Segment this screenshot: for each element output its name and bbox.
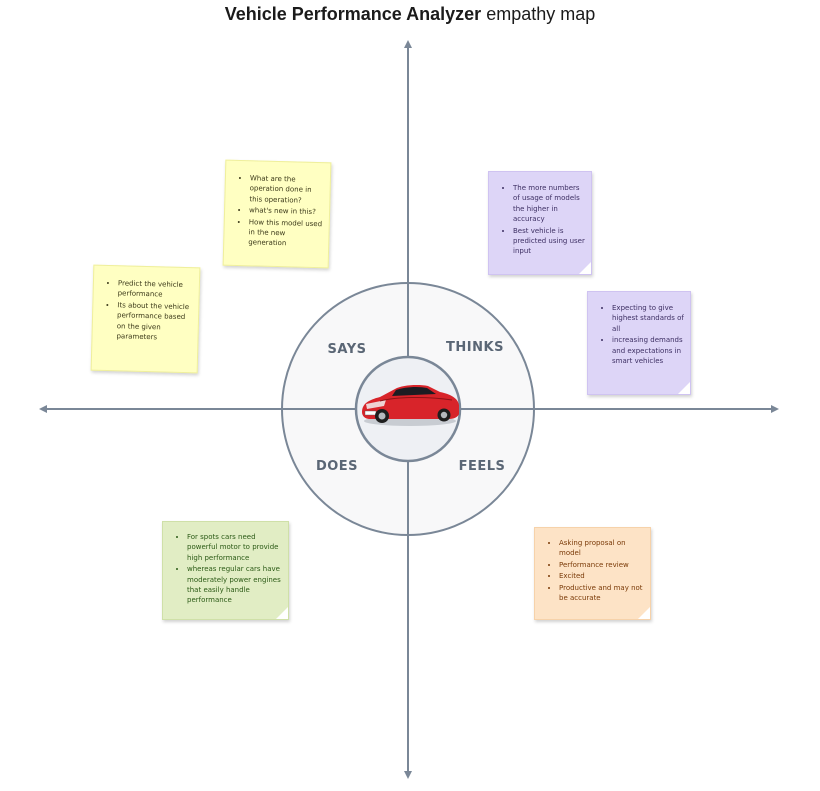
sticky-note-says-2[interactable]: Predict the vehicle performance Its abou… <box>90 264 201 374</box>
note-list: The more numbers of usage of models the … <box>495 183 585 257</box>
note-item: How this model used in the new generatio… <box>248 217 323 250</box>
title-main: Vehicle Performance Analyzer <box>224 4 482 24</box>
note-item: what's new in this? <box>249 205 323 217</box>
note-item: Asking proposal on model <box>559 538 644 559</box>
page-fold-icon <box>678 382 690 394</box>
note-list: What are the operation done in this oper… <box>230 173 324 250</box>
quadrant-label-thinks: THINKS <box>446 340 504 355</box>
note-item: Its about the vehicle performance based … <box>116 300 192 344</box>
note-item: whereas regular cars have moderately pow… <box>187 564 282 606</box>
title-suffix: empathy map <box>486 4 596 24</box>
note-item: increasing demands and expectations in s… <box>612 335 684 366</box>
note-item: For spots cars need powerful motor to pr… <box>187 532 282 563</box>
note-list: Expecting to give highest standards of a… <box>594 303 684 366</box>
sticky-note-thinks-1[interactable]: The more numbers of usage of models the … <box>488 171 592 275</box>
diagram-title: Vehicle Performance Analyzer empathy map <box>0 4 820 25</box>
note-item: Best vehicle is predicted using user inp… <box>513 226 585 257</box>
note-list: Predict the vehicle performance Its abou… <box>98 278 193 344</box>
quadrant-label-does: DOES <box>316 459 358 474</box>
car-icon <box>362 385 459 426</box>
note-item: Predict the vehicle performance <box>118 278 194 301</box>
note-item: What are the operation done in this oper… <box>249 173 324 206</box>
note-list: For spots cars need powerful motor to pr… <box>169 532 282 606</box>
note-list: Asking proposal on model Performance rev… <box>541 538 644 603</box>
sticky-note-does-1[interactable]: For spots cars need powerful motor to pr… <box>162 521 289 620</box>
sticky-note-says-1[interactable]: What are the operation done in this oper… <box>222 159 332 269</box>
note-item: Excited <box>559 571 644 581</box>
note-item: Productive and may not be accurate <box>559 583 644 604</box>
quadrant-label-feels: FEELS <box>459 459 506 474</box>
page-fold-icon <box>579 262 591 274</box>
note-item: Performance review <box>559 560 644 570</box>
page-fold-icon <box>276 607 288 619</box>
note-item: Expecting to give highest standards of a… <box>612 303 684 334</box>
sticky-note-thinks-2[interactable]: Expecting to give highest standards of a… <box>587 291 691 395</box>
page-fold-icon <box>638 607 650 619</box>
sticky-note-feels-1[interactable]: Asking proposal on model Performance rev… <box>534 527 651 620</box>
quadrant-label-says: SAYS <box>328 342 367 357</box>
note-item: The more numbers of usage of models the … <box>513 183 585 225</box>
